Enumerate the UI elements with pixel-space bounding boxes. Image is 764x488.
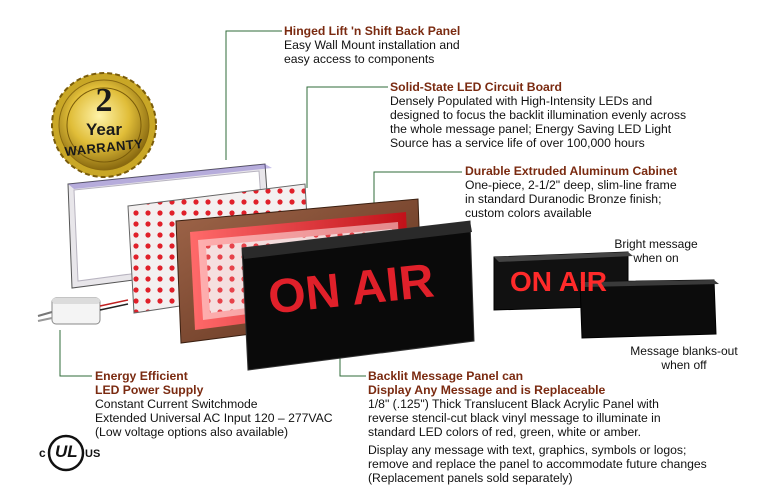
callout-message-panel-body2: Display any message with text, graphics,… xyxy=(368,443,707,485)
note-bright-when-on: Bright message when on xyxy=(614,237,698,265)
callout-cabinet-body: One-piece, 2-1/2" deep, slim-line frame … xyxy=(465,178,677,220)
callout-back-panel-body: Easy Wall Mount installation and easy ac… xyxy=(284,38,460,66)
ul-text: UL xyxy=(55,442,78,461)
callout-message-panel-title: Backlit Message Panel can Display Any Me… xyxy=(368,369,606,397)
power-supply-graphic xyxy=(37,297,129,325)
lit-sign-message-text: ON AIR xyxy=(510,266,607,297)
callout-led-board-body: Densely Populated with High-Intensity LE… xyxy=(390,94,687,150)
message-panel-graphic xyxy=(241,220,475,371)
badge-number: 2 xyxy=(95,82,113,119)
ul-c-text: c xyxy=(39,446,46,460)
callout-power-supply-body: Constant Current Switchmode Extended Uni… xyxy=(95,397,333,439)
callout-power-supply: Energy Efficient LED Power Supply Consta… xyxy=(95,369,333,439)
callout-message-panel-body: 1/8" (.125") Thick Translucent Black Acr… xyxy=(368,397,661,439)
ul-certification-mark xyxy=(47,434,85,472)
callout-led-board: Solid-State LED Circuit Board Densely Po… xyxy=(390,80,686,150)
unlit-sign-graphic xyxy=(579,279,719,339)
warranty-badge xyxy=(51,72,157,178)
callout-cabinet: Durable Extruded Aluminum Cabinet One-pi… xyxy=(465,164,677,220)
callout-led-board-title: Solid-State LED Circuit Board xyxy=(390,80,562,94)
badge-year: Year xyxy=(86,120,122,139)
callout-back-panel-title: Hinged Lift 'n Shift Back Panel xyxy=(284,24,461,38)
callout-cabinet-title: Durable Extruded Aluminum Cabinet xyxy=(465,164,678,178)
callout-back-panel: Hinged Lift 'n Shift Back Panel Easy Wal… xyxy=(284,24,460,66)
ul-us-text: US xyxy=(85,448,101,460)
note-blank-when-off: Message blanks-out when off xyxy=(630,344,738,372)
callout-power-supply-title: Energy Efficient LED Power Supply xyxy=(95,369,204,397)
callout-message-panel: Backlit Message Panel can Display Any Me… xyxy=(368,369,707,485)
